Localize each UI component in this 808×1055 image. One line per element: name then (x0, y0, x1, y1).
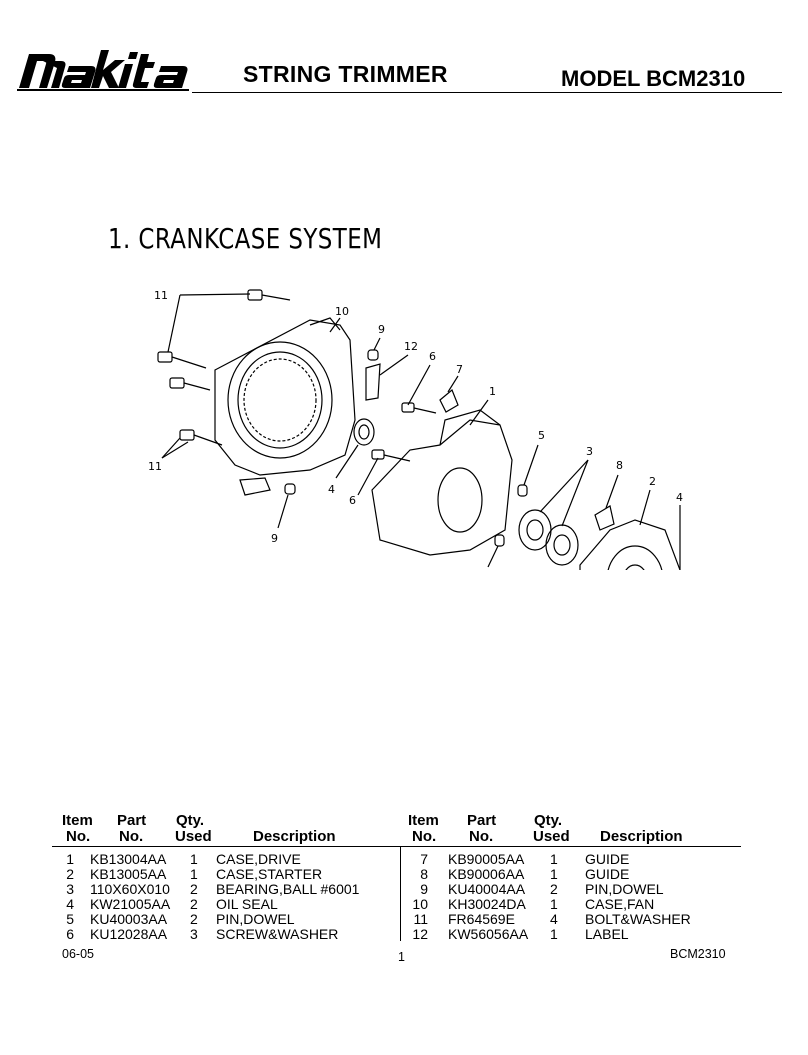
header-item-1: Item (62, 812, 93, 829)
header-description: Description (253, 828, 336, 845)
bolts (157, 289, 437, 462)
cell-part-number: FR64569E (448, 911, 515, 927)
cell-part-number: KW21005AA (90, 896, 171, 912)
callout-6-bottom: 6 (349, 494, 356, 507)
callout-1: 1 (489, 385, 496, 398)
cell-quantity: 2 (190, 911, 198, 927)
header-item-1-right: Item (408, 812, 439, 829)
cell-quantity: 1 (550, 866, 558, 882)
cell-description: PIN,DOWEL (585, 881, 664, 897)
exploded-parts-diagram: 11 10 9 12 6 7 1 5 3 8 2 4 11 4 6 9 5 (140, 280, 700, 631)
cell-quantity: 2 (190, 881, 198, 897)
table-column-divider (400, 847, 401, 941)
header-part-2: No. (119, 828, 144, 845)
header-item-2: No. (66, 828, 91, 845)
header-part-2-right: No. (469, 828, 494, 845)
section-title: 1. CRANKCASE SYSTEM (108, 222, 383, 255)
cell-item-number: 1 (66, 851, 74, 867)
cell-item-number: 7 (420, 851, 428, 867)
callout-9-bottom: 9 (271, 532, 278, 545)
cell-part-number: KU12028AA (90, 926, 168, 942)
callout-9-top: 9 (378, 323, 385, 336)
model-label: MODEL BCM2310 (561, 66, 746, 91)
cell-description: CASE,STARTER (216, 866, 323, 882)
cell-description: LABEL (585, 926, 629, 942)
cell-item-number: 12 (412, 926, 428, 942)
cell-description: BEARING,BALL #6001 (216, 881, 360, 897)
cell-item-number: 4 (66, 896, 74, 912)
diagram-svg: 11 10 9 12 6 7 1 5 3 8 2 4 11 4 6 9 5 (148, 289, 690, 631)
header-qty-2-right: Used (533, 828, 570, 845)
product-title: STRING TRIMMER (243, 61, 448, 87)
cell-description: SCREW&WASHER (216, 926, 339, 942)
callout-4-left: 4 (328, 483, 335, 496)
cell-part-number: KH30024DA (448, 896, 526, 912)
callout-10: 10 (335, 305, 349, 318)
fan-case (214, 317, 356, 496)
cell-description: CASE,DRIVE (216, 851, 301, 867)
cell-part-number: KB13004AA (90, 851, 167, 867)
header-part-1-right: Part (467, 812, 497, 829)
cell-item-number: 8 (420, 866, 428, 882)
cell-quantity: 3 (190, 926, 198, 942)
header-part-1: Part (117, 812, 147, 829)
header-item-2-right: No. (412, 828, 437, 845)
cell-item-number: 3 (66, 881, 74, 897)
cell-quantity: 1 (190, 866, 198, 882)
cell-part-number: KB13005AA (90, 866, 167, 882)
footer-page-number: 1 (398, 950, 405, 964)
header-rule (192, 92, 782, 93)
callout-7: 7 (456, 363, 463, 376)
cell-quantity: 1 (190, 851, 198, 867)
cell-quantity: 1 (550, 926, 558, 942)
cell-item-number: 11 (413, 911, 428, 927)
cell-part-number: KU40003AA (90, 911, 168, 927)
table-header-rule (52, 846, 741, 847)
cell-quantity: 1 (550, 896, 558, 912)
cell-quantity: 2 (550, 881, 558, 897)
cell-description: GUIDE (585, 866, 630, 882)
cell-part-number: 110X60X010 (90, 881, 170, 897)
cell-description: PIN,DOWEL (216, 911, 295, 927)
header-qty-1-right: Qty. (534, 812, 563, 829)
cell-part-number: KB90006AA (448, 866, 525, 882)
cell-item-number: 10 (412, 896, 428, 912)
makita-logo (15, 44, 191, 92)
cell-item-number: 9 (420, 881, 428, 897)
callout-6-top: 6 (429, 350, 436, 363)
header-qty-2: Used (175, 828, 212, 845)
cell-part-number: KU40004AA (448, 881, 526, 897)
cell-part-number: KB90005AA (448, 851, 525, 867)
cell-description: CASE,FAN (585, 896, 655, 912)
callout-8: 8 (616, 459, 623, 472)
callout-4-right: 4 (676, 491, 683, 504)
cell-description: BOLT&WASHER (585, 911, 691, 927)
footer-model-code: BCM2310 (670, 947, 726, 961)
cell-quantity: 2 (190, 896, 198, 912)
cell-item-number: 5 (66, 911, 74, 927)
cell-item-number: 2 (66, 866, 74, 882)
callout-11-top: 11 (154, 289, 168, 302)
callout-11-bottom: 11 (148, 460, 162, 473)
cell-description: GUIDE (585, 851, 630, 867)
cell-quantity: 4 (550, 911, 558, 927)
footer-date: 06-05 (62, 947, 94, 961)
header-description-right: Description (600, 828, 683, 845)
cell-quantity: 1 (550, 851, 558, 867)
callout-2: 2 (649, 475, 656, 488)
cell-part-number: KW56056AA (448, 926, 529, 942)
callout-12: 12 (404, 340, 418, 353)
header-qty-1: Qty. (176, 812, 205, 829)
callout-5-top: 5 (538, 429, 545, 442)
cell-description: OIL SEAL (216, 896, 278, 912)
callout-3: 3 (586, 445, 593, 458)
cell-item-number: 6 (66, 926, 74, 942)
